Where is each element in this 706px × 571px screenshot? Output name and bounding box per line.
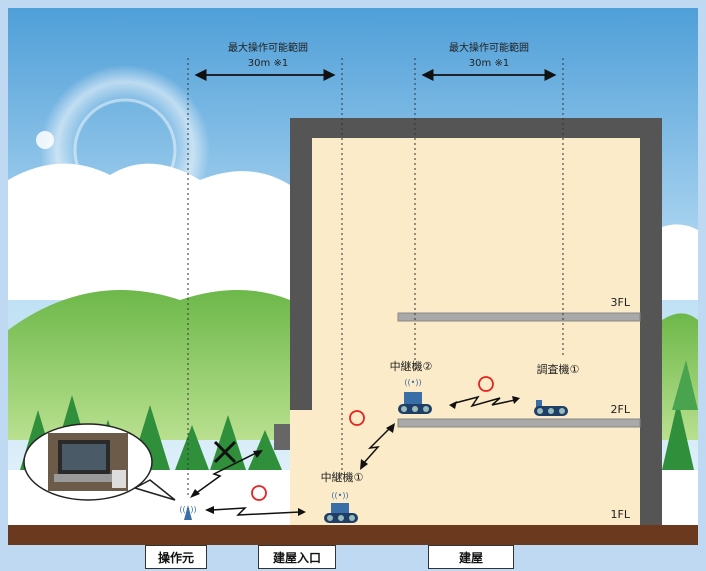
trees-right (662, 360, 698, 470)
ok-mark-stairs (349, 410, 365, 426)
sun-flare (36, 131, 54, 149)
relay-2-robot-icon: ((•)) (398, 378, 432, 414)
range-1-title: 最大操作可能範囲 (228, 41, 308, 54)
svg-text:((•)): ((•)) (404, 378, 421, 387)
floor-label-1fl: 1FL (611, 508, 631, 521)
link-relay2-survey1 (454, 395, 516, 408)
relay-2-label: 中継機② (390, 359, 433, 373)
link-relay1-relay2 (361, 427, 391, 466)
entrance-door (274, 424, 290, 450)
floor-slab-2fl (397, 418, 641, 428)
survey-1-label: 調査機① (537, 362, 580, 376)
ok-mark-2fl (478, 376, 494, 392)
floor-label-2fl: 2FL (611, 403, 631, 416)
label-building: 建屋 (428, 545, 514, 569)
range-1-distance: 30m ※1 (248, 58, 288, 69)
link-operator-blocked (194, 451, 259, 495)
floor-slab-3fl (397, 312, 641, 322)
ground (8, 525, 698, 545)
clouds-left (8, 163, 290, 300)
operator-photo-bubble (23, 423, 176, 501)
survey-1-robot-icon (534, 400, 568, 416)
range-2-title: 最大操作可能範囲 (449, 41, 529, 54)
range-2-distance: 30m ※1 (469, 58, 509, 69)
building-entrance (290, 410, 312, 528)
relay-1-robot-icon: ((•)) (324, 491, 358, 523)
blocked-x-mark (213, 440, 237, 464)
label-operator-source: 操作元 (145, 545, 207, 569)
svg-text:((•)): ((•)) (331, 491, 348, 500)
ok-mark-entrance (251, 485, 267, 501)
floor-label-3fl: 3FL (611, 296, 631, 309)
building-interior (312, 138, 640, 528)
link-operator-relay1 (211, 507, 301, 516)
hills-left (8, 290, 290, 440)
snow-ground-right (660, 470, 698, 525)
range-guides (187, 58, 564, 495)
label-building-entrance: 建屋入口 (258, 545, 336, 569)
relay-1-label: 中継機① (321, 470, 364, 484)
operator-antenna-icon: ((•)) (179, 505, 197, 520)
